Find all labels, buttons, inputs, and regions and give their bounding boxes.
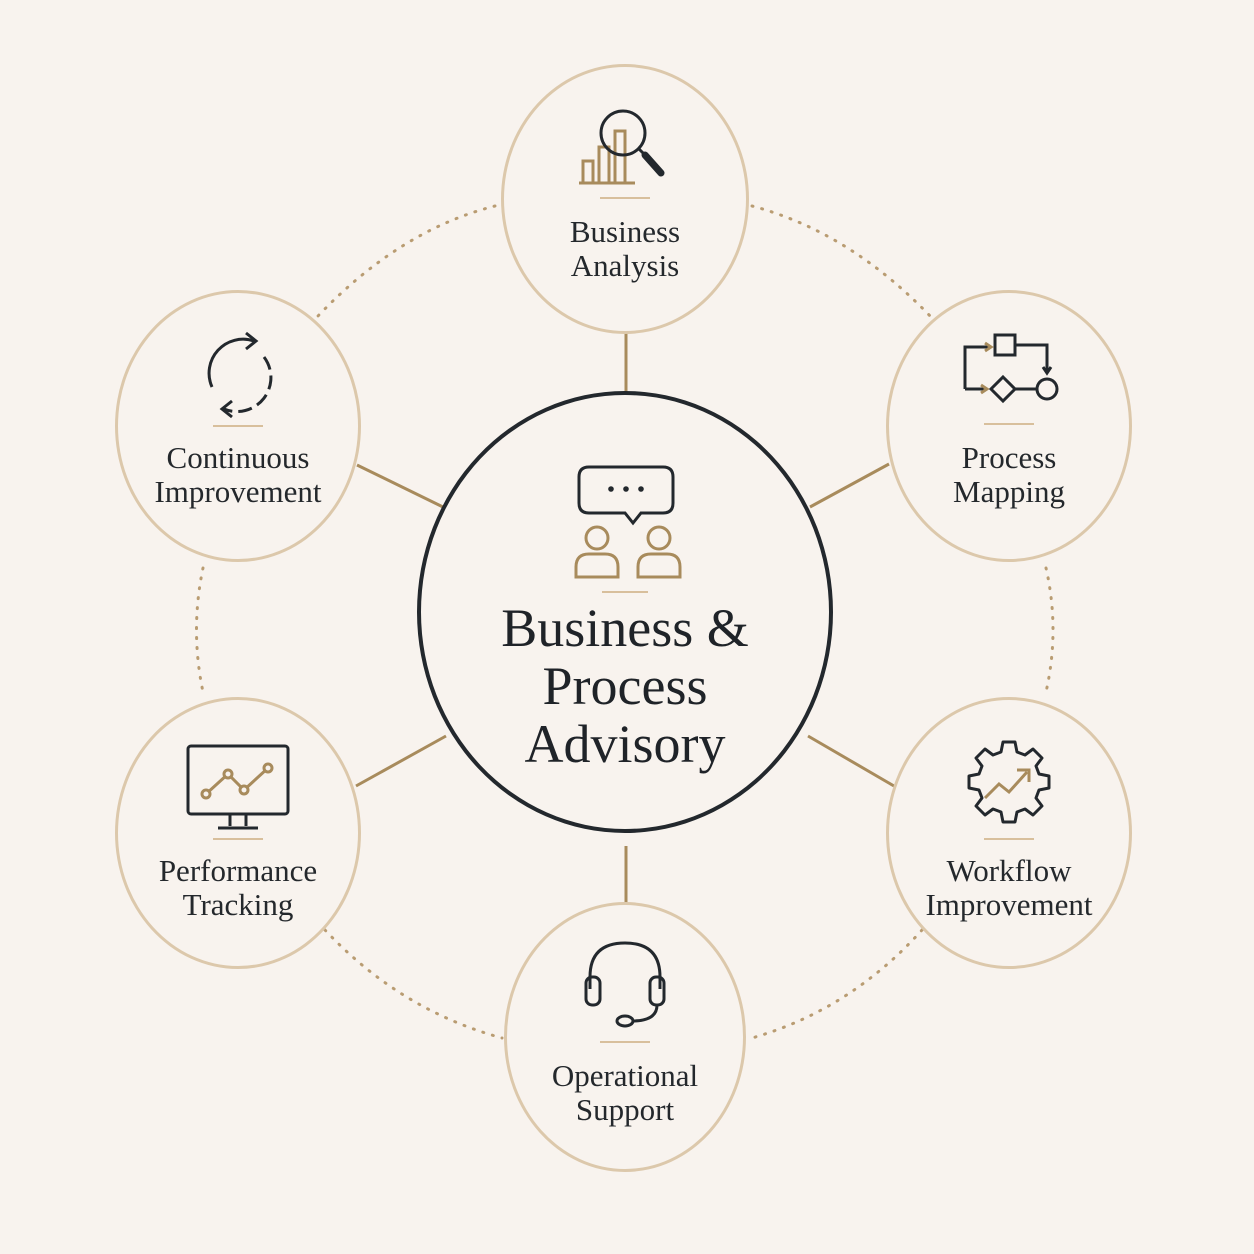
center-divider bbox=[602, 591, 648, 593]
spoke-lower-left bbox=[355, 734, 447, 788]
consultation-icon bbox=[574, 465, 682, 579]
dotted-arc-top-right bbox=[750, 204, 934, 320]
flowchart-icon bbox=[963, 333, 1059, 404]
center-node: Business & Process Advisory bbox=[417, 391, 833, 833]
node-label: Continuous Improvement bbox=[118, 441, 358, 509]
center-title-line: Business & bbox=[501, 598, 749, 658]
node-divider bbox=[600, 1041, 650, 1043]
node-label-line: Analysis bbox=[570, 248, 680, 283]
node-label-line: Improvement bbox=[154, 474, 322, 509]
dotted-arc-bottom-left bbox=[323, 928, 504, 1040]
node-label-line: Continuous bbox=[166, 440, 310, 475]
node-label-line: Performance bbox=[158, 853, 318, 888]
dotted-arc-top-left bbox=[316, 204, 497, 318]
magnifier-chart-icon bbox=[579, 109, 665, 185]
node-label-line: Process bbox=[961, 440, 1057, 475]
node-label-line: Tracking bbox=[182, 887, 294, 922]
node-label: Operational Support bbox=[507, 1059, 743, 1127]
node-label-line: Workflow bbox=[946, 853, 1072, 888]
center-title-line: Advisory bbox=[524, 714, 726, 774]
center-title-line: Process bbox=[542, 656, 708, 716]
gear-trend-icon bbox=[967, 740, 1051, 824]
node-label-line: Operational bbox=[551, 1058, 699, 1093]
node-workflow-improvement: Workflow Improvement bbox=[886, 697, 1132, 969]
node-divider bbox=[984, 838, 1034, 840]
node-label-line: Support bbox=[575, 1092, 675, 1127]
node-label: Workflow Improvement bbox=[889, 854, 1129, 922]
dotted-arc-right bbox=[1044, 566, 1055, 694]
node-continuous-improvement: Continuous Improvement bbox=[115, 290, 361, 562]
node-label-line: Improvement bbox=[925, 887, 1093, 922]
node-process-mapping: Process Mapping bbox=[886, 290, 1132, 562]
node-performance-tracking: Performance Tracking bbox=[115, 697, 361, 969]
spoke-lower-right bbox=[807, 734, 895, 788]
monitor-chart-icon bbox=[186, 744, 290, 830]
node-divider bbox=[213, 838, 263, 840]
spoke-upper-left bbox=[356, 463, 444, 509]
node-label: Performance Tracking bbox=[118, 854, 358, 922]
cycle-arrows-icon bbox=[207, 331, 273, 419]
dotted-arc-left bbox=[195, 566, 205, 694]
node-divider bbox=[984, 423, 1034, 425]
node-business-analysis: Business Analysis bbox=[501, 64, 749, 334]
node-label-line: Business bbox=[569, 214, 681, 249]
node-label: Process Mapping bbox=[889, 441, 1129, 509]
center-title: Business & Process Advisory bbox=[421, 599, 829, 773]
node-label: Business Analysis bbox=[504, 215, 746, 283]
node-divider bbox=[600, 197, 650, 199]
node-operational-support: Operational Support bbox=[504, 902, 746, 1172]
spoke-upper-right bbox=[809, 462, 890, 509]
node-divider bbox=[213, 425, 263, 427]
headset-icon bbox=[584, 941, 666, 1028]
dotted-arc-bottom-right bbox=[750, 928, 924, 1040]
node-label-line: Mapping bbox=[953, 474, 1065, 509]
